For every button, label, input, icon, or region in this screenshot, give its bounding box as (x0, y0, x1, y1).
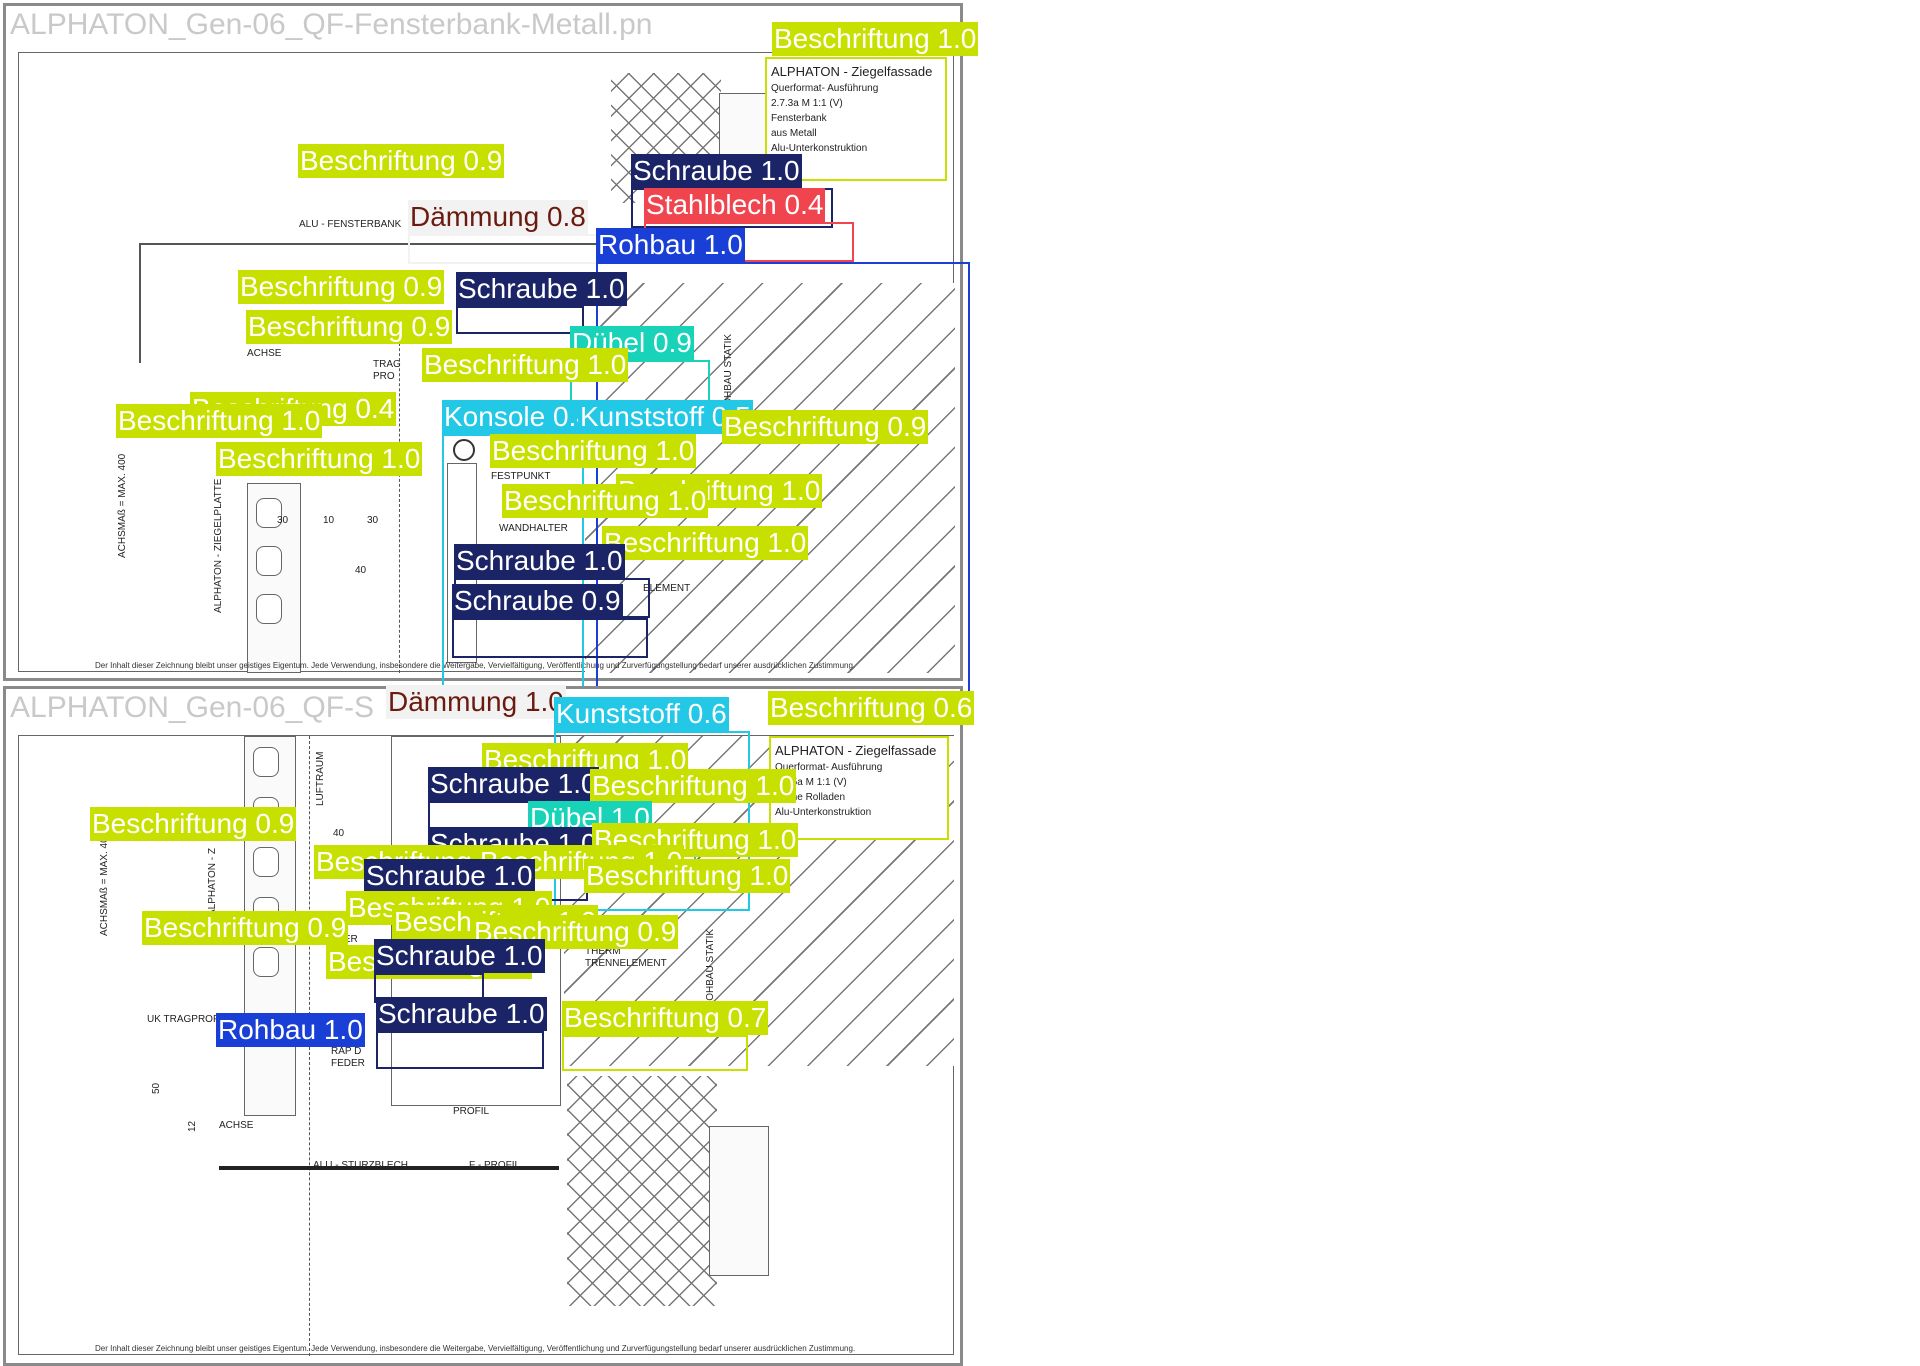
detection-label-schraube: Schraube 1.0 (456, 272, 627, 306)
detection-label-rohbau: Rohbau 1.0 (216, 1013, 365, 1047)
detection-label-beschriftung: Beschriftung 0.9 (246, 310, 453, 344)
panel-title: ALPHATON_Gen-06_QF-Fensterbank-Metall.pn (10, 8, 653, 41)
detection-label-rohbau: Rohbau 1.0 (596, 228, 745, 262)
panel-chamber (256, 498, 282, 528)
lintel-sheet (219, 1166, 559, 1170)
label-rap-d: RAP D (331, 1046, 362, 1057)
panel-title: ALPHATON_Gen-06_QF-S (10, 691, 375, 724)
label-trennelement: TRENNELEMENT (585, 958, 667, 969)
panel-chamber (256, 594, 282, 624)
detection-panel-bottom: ALPHATON_Gen-06_QF-S LUFTRAUM 40 30 ACHS… (3, 685, 975, 1366)
detection-label-kunststoff: Kunststoff 0.6 (554, 697, 729, 731)
label-element: ELEMENT (643, 583, 691, 594)
sill-line (139, 243, 609, 245)
detection-label-schraube: Schraube 1.0 (376, 997, 547, 1031)
label-f-profil: F - PROFIL (469, 1160, 521, 1171)
label-profil: PROFIL (453, 1106, 490, 1117)
label-achsmass: ACHSMAß = MAX. 400 (99, 831, 110, 936)
detection-label-schraube: Schraube 1.0 (631, 154, 802, 188)
detection-label-konsole: Konsole 0.4 (442, 400, 594, 434)
titleblock-line: 2.7.5a M 1:1 (V) (775, 777, 847, 788)
detection-label-beschriftung: Beschriftung 1.0 (584, 859, 791, 893)
panel-chamber (253, 747, 279, 777)
panel-chamber (253, 947, 279, 977)
drawing-footer: Der Inhalt dieser Zeichnung bleibt unser… (95, 661, 856, 670)
label-achse: ACHSE (219, 1120, 254, 1131)
panel-chamber (256, 546, 282, 576)
detection-label-beschriftung: Beschriftung 0.7 (562, 1001, 769, 1035)
masonry-hatch (567, 1076, 717, 1306)
detection-box-schraube (452, 618, 648, 658)
dim-30: 30 (277, 515, 289, 526)
detection-label-beschriftung: Beschriftung 1.0 (116, 404, 323, 438)
label-alu-sturzblech: ALU - STURZBLECH (313, 1160, 409, 1171)
detection-label-beschriftung: Beschriftung 0.9 (298, 144, 505, 178)
detection-label-beschriftung: Beschriftung 0.9 (90, 807, 297, 841)
detection-box-schraube (376, 1031, 544, 1069)
ceramic-panel (247, 483, 301, 673)
panel-chamber (253, 847, 279, 877)
detection-label-beschriftung: Beschriftung 1.0 (502, 484, 709, 518)
label-uk-tragprofil: UK TRAGPROFIL (147, 1014, 228, 1025)
dim-10: 10 (323, 515, 335, 526)
label-achsmass: ACHSMAß = MAX. 400 (117, 453, 128, 558)
detection-box-schraube (456, 306, 584, 334)
label-alu-fensterbank: ALU - FENSTERBANK (299, 219, 402, 230)
detection-label-schraube: Schraube 1.0 (374, 939, 545, 973)
titleblock-line: Querformat- Ausführung (775, 762, 883, 773)
detection-label-schraube: Schraube 1.0 (364, 859, 535, 893)
label-feder: FEDER (331, 1058, 365, 1069)
axis-line (399, 333, 400, 673)
detection-label-stahlblech: Stahlblech 0.4 (644, 188, 826, 222)
titleblock-line: aus Metall (771, 128, 817, 139)
detection-label-beschriftung: Beschriftung 1.0 (216, 442, 423, 476)
label-luftraum: LUFTRAUM (315, 751, 326, 806)
titleblock-line: / ohne Rolladen (775, 792, 846, 803)
dim-50: 50 (151, 1082, 162, 1094)
dim-12: 12 (187, 1120, 198, 1132)
detection-box-daemmung (408, 234, 620, 264)
detection-label-beschriftung: Beschriftung 0.9 (238, 270, 445, 304)
detection-label-schraube: Schraube 1.0 (428, 767, 599, 801)
window-frame (709, 1126, 769, 1276)
detection-label-daemmung: Dämmung 1.0 (386, 685, 566, 719)
titleblock-line: 2.7.3a M 1:1 (V) (771, 98, 843, 109)
detection-label-beschriftung: Beschriftung 1.0 (490, 434, 697, 468)
detection-label-beschriftung: Beschriftung 0.9 (722, 410, 929, 444)
dim-30: 30 (367, 515, 379, 526)
label-achse: ACHSE (247, 348, 282, 359)
detection-label-beschriftung: Beschriftung 1.0 (772, 22, 979, 56)
detection-label-schraube: Schraube 1.0 (454, 544, 625, 578)
label-trag: TRAG (373, 359, 401, 370)
detection-label-beschriftung: Beschriftung 1.0 (422, 348, 629, 382)
detection-label-beschriftung: Beschriftung 1.0 (590, 769, 797, 803)
label-therm: THERM (585, 946, 621, 957)
titleblock-line: Alu-Unterkonstruktion (775, 807, 872, 818)
drawing-titleblock: ALPHATON - Ziegelfassade Querformat- Aus… (769, 736, 949, 840)
label-ziegelplatte: ALPHATON - Z (207, 848, 218, 916)
dim-40: 40 (333, 828, 345, 839)
detection-box-beschriftung (562, 1035, 748, 1071)
detection-label-schraube: Schraube 0.9 (452, 584, 623, 618)
label-pro: PRO (373, 371, 395, 382)
drawing-footer: Der Inhalt dieser Zeichnung bleibt unser… (95, 1344, 856, 1353)
detection-label-beschriftung: Beschriftung 0.9 (142, 911, 349, 945)
detection-label-duebel: Dübel 0.9 (570, 326, 694, 360)
detection-label-beschriftung: Beschriftung 1.0 (602, 526, 809, 560)
screw-symbol (453, 439, 475, 461)
label-ziegelplatte: ALPHATON - ZIEGELPLATTE (213, 478, 224, 613)
sill-nose (139, 243, 141, 363)
detection-label-beschriftung: Beschriftung 0.6 (768, 691, 975, 725)
titleblock-line: ALPHATON - Ziegelfassade (775, 743, 937, 758)
titleblock-line: ALPHATON - Ziegelfassade (771, 64, 933, 79)
dim-40: 40 (355, 565, 367, 576)
label-wandhalter: WANDHALTER (499, 523, 568, 534)
detection-label-daemmung: Dämmung 0.8 (408, 200, 588, 234)
label-festpunkt: FESTPUNKT (491, 471, 551, 482)
label-rohbau-statik: ROHBAU STATIK (705, 928, 716, 1008)
detection-panel-top: ALPHATON_Gen-06_QF-Fensterbank-Metall.pn… (3, 3, 979, 708)
titleblock-line: Fensterbank (771, 113, 827, 124)
titleblock-line: Alu-Unterkonstruktion (771, 143, 868, 154)
titleblock-line: Querformat- Ausführung (771, 83, 879, 94)
